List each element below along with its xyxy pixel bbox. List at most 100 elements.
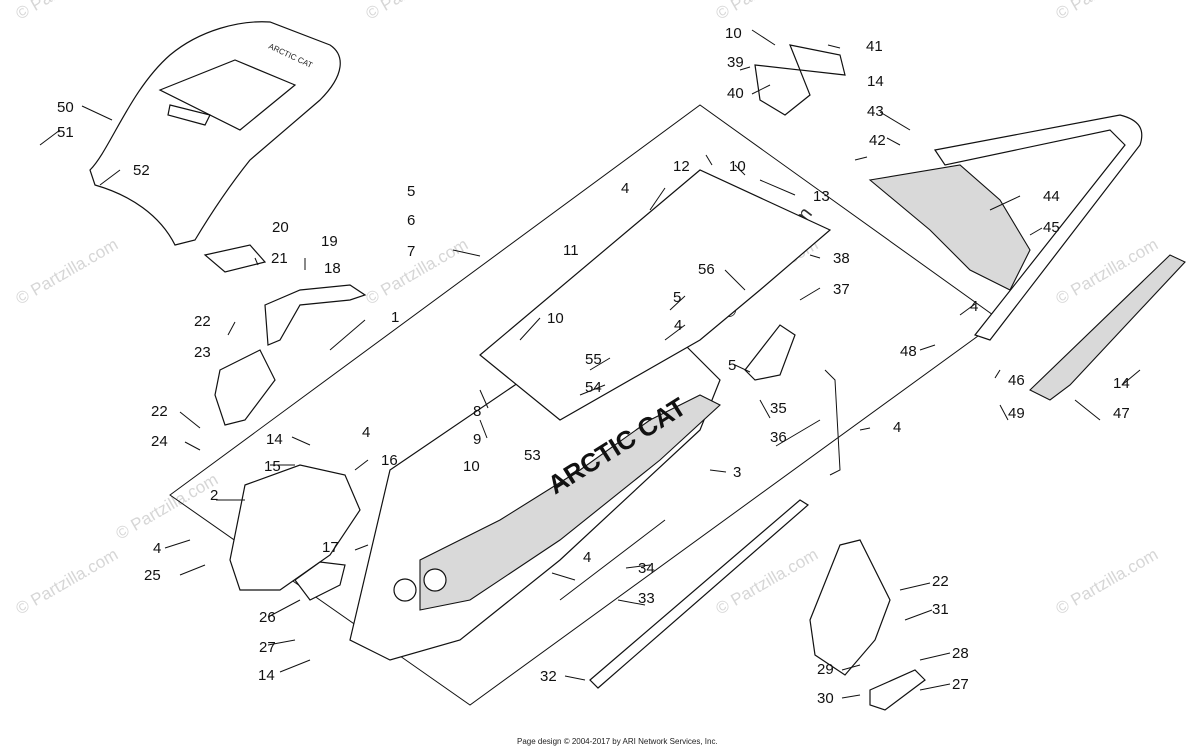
callout-41: 41 bbox=[866, 38, 883, 55]
callout-18: 18 bbox=[324, 260, 341, 277]
callout-43: 43 bbox=[867, 103, 884, 120]
callout-24: 24 bbox=[151, 433, 168, 450]
callout-50: 50 bbox=[57, 99, 74, 116]
seat-part: ARCTIC CAT bbox=[89, 21, 341, 246]
callout-labels: 1 2 3 4 4 4 4 4 4 4 5 5 5 6 7 8 9 10 10 … bbox=[57, 25, 1130, 707]
handle-part bbox=[264, 284, 367, 346]
watermark-text: © Partzilla.com bbox=[363, 0, 472, 23]
bracket-41-part bbox=[789, 44, 846, 76]
callout-30: 30 bbox=[817, 690, 834, 707]
callout-14a: 14 bbox=[867, 73, 884, 90]
callout-23: 23 bbox=[194, 344, 211, 361]
callout-39: 39 bbox=[727, 54, 744, 71]
callout-33: 33 bbox=[638, 590, 655, 607]
callout-20: 20 bbox=[272, 219, 289, 236]
hole-right bbox=[423, 568, 447, 592]
watermark-text: © Partzilla.com bbox=[713, 0, 822, 23]
callout-29: 29 bbox=[817, 661, 834, 678]
callout-5c: 5 bbox=[728, 357, 736, 374]
callout-45: 45 bbox=[1043, 219, 1060, 236]
callout-40: 40 bbox=[727, 85, 744, 102]
callout-17: 17 bbox=[322, 539, 339, 556]
callout-4g: 4 bbox=[970, 298, 978, 315]
callout-48: 48 bbox=[900, 343, 917, 360]
callout-14d: 14 bbox=[1113, 375, 1130, 392]
bracket-23-part bbox=[214, 349, 276, 426]
callout-13: 13 bbox=[813, 188, 830, 205]
running-board-part bbox=[1029, 254, 1186, 401]
callout-10c: 10 bbox=[547, 310, 564, 327]
callout-28: 28 bbox=[952, 645, 969, 662]
callout-49: 49 bbox=[1008, 405, 1025, 422]
callout-56: 56 bbox=[698, 261, 715, 278]
brace-36-part bbox=[824, 369, 841, 476]
callout-15: 15 bbox=[264, 458, 281, 475]
callout-19: 19 bbox=[321, 233, 338, 250]
callout-47: 47 bbox=[1113, 405, 1130, 422]
callout-27b: 27 bbox=[952, 676, 969, 693]
watermark-text: © Partzilla.com bbox=[113, 470, 222, 544]
callout-4a: 4 bbox=[621, 180, 629, 197]
callout-5b: 5 bbox=[673, 289, 681, 306]
callout-12: 12 bbox=[673, 158, 690, 175]
callout-14c: 14 bbox=[258, 667, 275, 684]
callout-54: 54 bbox=[585, 379, 602, 396]
heel-plate-part bbox=[869, 669, 926, 711]
callout-14b: 14 bbox=[266, 431, 283, 448]
callout-21: 21 bbox=[271, 250, 288, 267]
callout-2: 2 bbox=[210, 487, 218, 504]
callout-55: 55 bbox=[585, 351, 602, 368]
callout-46: 46 bbox=[1008, 372, 1025, 389]
plate-26-part bbox=[294, 561, 346, 601]
front-bracket-part bbox=[229, 464, 361, 591]
watermark-text: © Partzilla.com bbox=[1053, 545, 1162, 619]
watermark-text: © Partzilla.com bbox=[13, 545, 122, 619]
callout-10d: 10 bbox=[463, 458, 480, 475]
callout-34: 34 bbox=[638, 560, 655, 577]
callout-22b: 22 bbox=[151, 403, 168, 420]
callout-9: 9 bbox=[473, 431, 481, 448]
callout-25: 25 bbox=[144, 567, 161, 584]
cover-20-part bbox=[203, 244, 267, 273]
footer-copyright: Page design © 2004-2017 by ARI Network S… bbox=[517, 737, 718, 746]
callout-42: 42 bbox=[869, 132, 886, 149]
callout-4c: 4 bbox=[362, 424, 370, 441]
callout-31: 31 bbox=[932, 601, 949, 618]
callout-22c: 22 bbox=[932, 573, 949, 590]
hole-left bbox=[393, 578, 417, 602]
watermark-text: © Partzilla.com bbox=[13, 235, 122, 309]
callout-1: 1 bbox=[391, 309, 399, 326]
callout-44: 44 bbox=[1043, 188, 1060, 205]
callout-26: 26 bbox=[259, 609, 276, 626]
callout-52: 52 bbox=[133, 162, 150, 179]
callout-37: 37 bbox=[833, 281, 850, 298]
callout-22a: 22 bbox=[194, 313, 211, 330]
callout-51: 51 bbox=[57, 124, 74, 141]
callout-4b: 4 bbox=[674, 317, 682, 334]
callout-11: 11 bbox=[563, 242, 579, 259]
callout-38: 38 bbox=[833, 250, 850, 267]
callout-8: 8 bbox=[473, 403, 481, 420]
callout-4d: 4 bbox=[153, 540, 161, 557]
callout-36: 36 bbox=[770, 429, 787, 446]
callout-4e: 4 bbox=[583, 549, 591, 566]
callout-5a: 5 bbox=[407, 183, 415, 200]
callout-27a: 27 bbox=[259, 639, 276, 656]
callout-10a: 10 bbox=[725, 25, 742, 42]
rail-33-part bbox=[589, 499, 810, 689]
callout-7: 7 bbox=[407, 243, 415, 260]
callout-53: 53 bbox=[524, 447, 541, 464]
callout-10b: 10 bbox=[729, 158, 746, 175]
callout-16: 16 bbox=[381, 452, 398, 469]
footrest-part bbox=[809, 539, 891, 676]
watermark-text: © Partzilla.com bbox=[1053, 0, 1162, 23]
shield-35-part bbox=[744, 324, 796, 381]
bracket-40-part bbox=[754, 64, 811, 116]
callout-6: 6 bbox=[407, 212, 415, 229]
callout-35: 35 bbox=[770, 400, 787, 417]
callout-4f: 4 bbox=[893, 419, 901, 436]
leader-lines bbox=[39, 29, 1141, 699]
tunnel-part: ARCTIC CAT bbox=[349, 169, 832, 661]
watermark-text: © Partzilla.com bbox=[13, 0, 122, 23]
